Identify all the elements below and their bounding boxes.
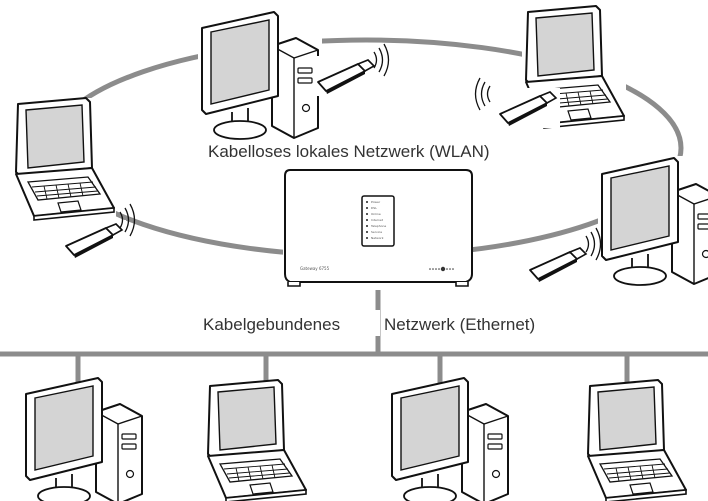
wlan-desktop-right — [598, 156, 708, 286]
wlan-stick-right — [526, 244, 590, 284]
router-led-label: Network — [371, 236, 384, 240]
router-brand-dots — [429, 266, 454, 272]
router-model: Gateway 6755 — [300, 266, 330, 271]
router-led-label: DSL — [371, 206, 377, 210]
ethernet-label-left: Kabelgebundenes — [203, 315, 340, 334]
signal-waves-4 — [585, 227, 602, 261]
wlan-desktop-top-left — [198, 10, 322, 140]
signal-waves-1 — [373, 43, 390, 77]
ethernet-laptop-4 — [587, 379, 687, 501]
signal-waves-3 — [119, 203, 136, 237]
wlan-stick-left — [62, 220, 126, 260]
wlan-label: Kabelloses lokales Netzwerk (WLAN) — [208, 142, 490, 161]
wlan-stick-top-left — [314, 56, 378, 96]
router-led-dot — [366, 207, 368, 209]
wlan-laptop-left — [12, 97, 116, 222]
wlan-stick-top-right — [496, 88, 560, 128]
router-led-label: Service — [371, 230, 382, 234]
router-led-label: Telephone — [370, 224, 386, 228]
ethernet-desktop-1 — [25, 377, 143, 501]
router-led-label: Power — [371, 200, 381, 204]
ethernet-wiring — [0, 288, 708, 390]
ethernet-label-right: Netzwerk (Ethernet) — [384, 315, 535, 334]
router-led-dot — [366, 237, 368, 239]
router-led-dot — [366, 231, 368, 233]
ethernet-desktop-3 — [391, 377, 509, 501]
ethernet-laptop-2 — [207, 379, 307, 501]
router-led-label: Internet — [371, 218, 384, 222]
router-led-label: Online — [371, 212, 381, 216]
router-led-dot — [366, 201, 368, 203]
signal-waves-2 — [474, 77, 491, 111]
router-led-dot — [366, 219, 368, 221]
router-led-dot — [366, 225, 368, 227]
router-led-dot — [366, 213, 368, 215]
router-led-panel — [361, 195, 395, 247]
